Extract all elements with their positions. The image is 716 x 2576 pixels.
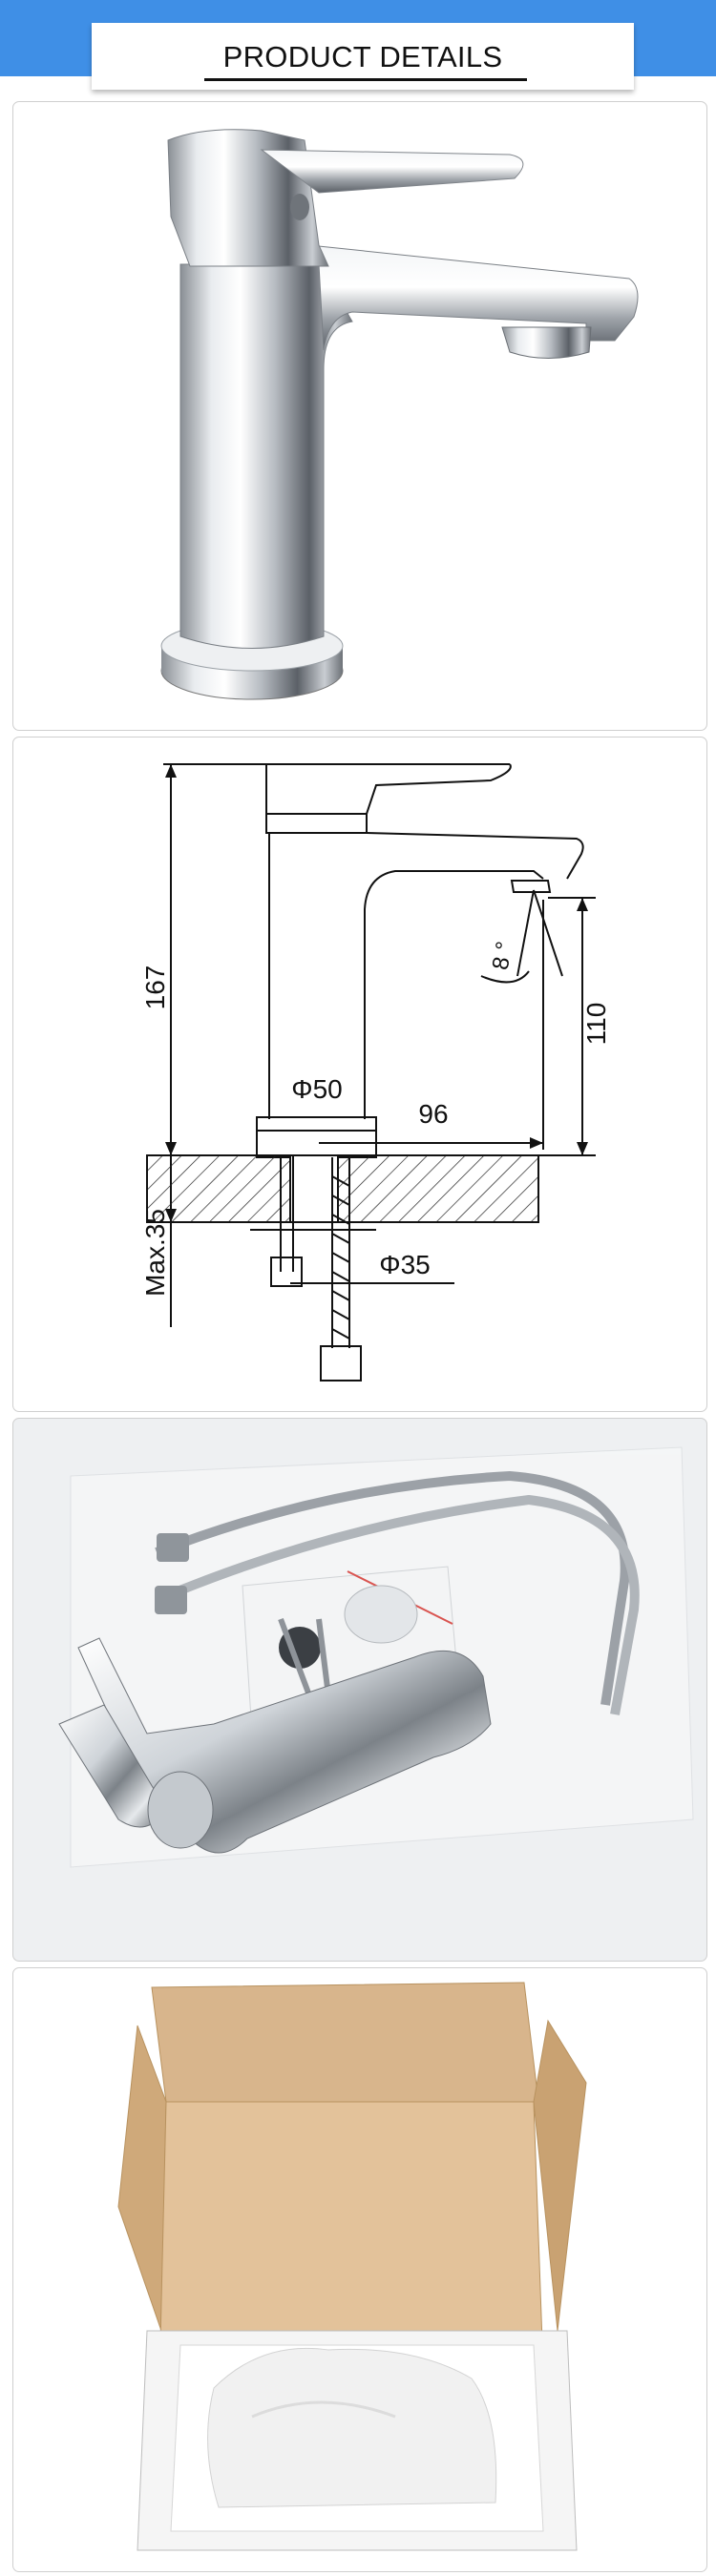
dim-angle: 8 °	[488, 940, 518, 972]
dim-spout-height: 110	[581, 1003, 611, 1046]
packaging-photo-panel	[12, 1967, 707, 2572]
header-card: PRODUCT DETAILS	[92, 23, 634, 90]
faucet-with-hoses-and-fittings	[58, 1446, 694, 1868]
page-title: PRODUCT DETAILS	[222, 40, 503, 73]
dim-max-deck: Max.35	[140, 1209, 170, 1297]
faucet-product-image	[160, 129, 639, 700]
technical-drawing: 167 110 Φ50 96 Φ35 Max.35 8 °	[140, 763, 611, 1381]
accessories-photo-panel	[12, 1418, 707, 1962]
faucet-photo-panel	[12, 101, 707, 731]
dim-thread-diameter: Φ35	[379, 1250, 430, 1279]
dim-base-diameter: Φ50	[291, 1074, 342, 1104]
open-cardboard-box	[117, 1982, 587, 2551]
dimension-drawing-panel: 167 110 Φ50 96 Φ35 Max.35 8 °	[12, 737, 707, 1412]
title-underline	[204, 78, 527, 81]
dim-height: 167	[140, 966, 170, 1010]
dim-reach: 96	[418, 1099, 448, 1129]
